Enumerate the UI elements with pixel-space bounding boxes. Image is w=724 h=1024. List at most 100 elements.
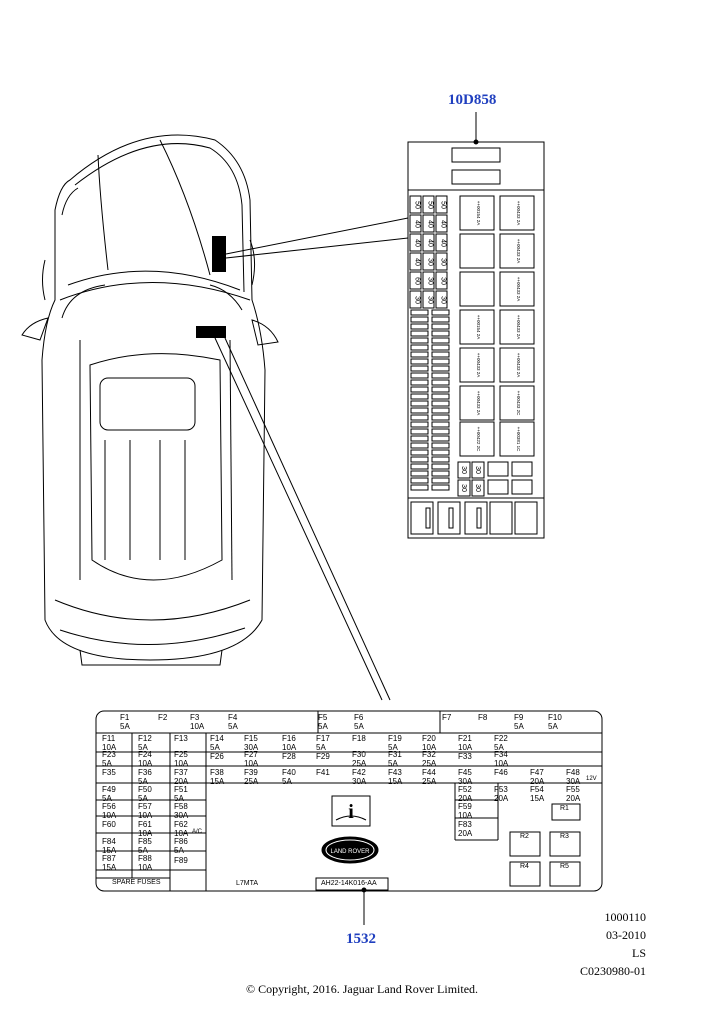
mini-fuse	[431, 337, 450, 344]
drawing-id: C0230980-01	[580, 964, 646, 978]
relay-label: ++00433 2A	[516, 201, 521, 226]
maxi-fuse	[422, 233, 435, 252]
maxi-fuse-rating: 30	[440, 277, 447, 285]
relay-slot	[459, 271, 495, 307]
mini-fuse	[410, 470, 429, 477]
lower-fuse	[471, 461, 485, 479]
mini-fuse	[431, 421, 450, 428]
relay-label: ++00381 1C	[516, 427, 521, 453]
maxi-fuse-rating: 40	[414, 258, 421, 266]
mini-fuse	[410, 330, 429, 337]
mini-fuse	[431, 365, 450, 372]
relay-slot	[499, 385, 535, 421]
mini-fuse	[431, 442, 450, 449]
maxi-fuse	[435, 252, 448, 271]
maxi-fuse	[422, 252, 435, 271]
vehicle-top-view	[21, 134, 279, 666]
fuse-f26: F26	[210, 752, 224, 761]
relay-slot	[499, 421, 535, 457]
lower-fuse	[471, 479, 485, 497]
maxi-fuse-rating: 40	[414, 220, 421, 228]
mini-fuse	[410, 428, 429, 435]
maxi-fuse-rating: 40	[440, 220, 447, 228]
mini-fuse	[410, 372, 429, 379]
fuse-f33: F33	[458, 752, 472, 761]
maxi-fuse	[409, 233, 422, 252]
relay-slot	[459, 385, 495, 421]
mini-fuse	[410, 309, 429, 316]
mini-fuse	[431, 463, 450, 470]
maxi-fuse-rating: 50	[427, 201, 434, 209]
maxi-fuse	[422, 290, 435, 309]
relay-r1: R1	[560, 805, 569, 812]
relay-label: ++00433 2A	[476, 353, 481, 378]
mini-fuse	[431, 358, 450, 365]
maxi-fuse-rating: 30	[414, 296, 421, 304]
maxi-fuse-rating: 40	[427, 239, 434, 247]
fuse-f7: F7	[442, 713, 452, 722]
mini-fuse	[431, 400, 450, 407]
mini-fuse	[410, 316, 429, 323]
spare-fuses-label: SPARE FUSES	[112, 879, 161, 886]
mini-fuse	[410, 358, 429, 365]
mini-fuse	[410, 365, 429, 372]
relay-slot	[499, 195, 535, 231]
lower-fuse	[457, 461, 471, 479]
engine-fuse-box-marker	[212, 236, 226, 272]
callout-bottom: 1532	[346, 931, 376, 947]
relay-slot	[459, 309, 495, 345]
mini-fuse	[410, 463, 429, 470]
fuse-f89: F89	[174, 856, 188, 865]
fuse-f2: F2	[158, 713, 168, 722]
relay-slot	[499, 233, 535, 269]
reference-initials: LS	[631, 946, 646, 960]
mini-fuse	[410, 337, 429, 344]
mini-fuse	[431, 351, 450, 358]
panel-tag: A/C	[192, 829, 203, 835]
mini-fuse	[410, 449, 429, 456]
mini-fuse	[410, 421, 429, 428]
mini-fuse	[410, 323, 429, 330]
mini-fuse	[431, 393, 450, 400]
maxi-fuse-rating: 30	[440, 296, 447, 304]
lower-fuse-rating: 30	[460, 484, 467, 492]
fuse-f41: F41	[316, 768, 330, 777]
mini-fuse	[431, 428, 450, 435]
relay-label: ++00422 2C	[476, 427, 481, 453]
mini-fuse	[431, 484, 450, 491]
copyright: © Copyright, 2016. Jaguar Land Rover Lim…	[245, 982, 479, 996]
passenger-fuse-box-marker	[196, 326, 226, 338]
